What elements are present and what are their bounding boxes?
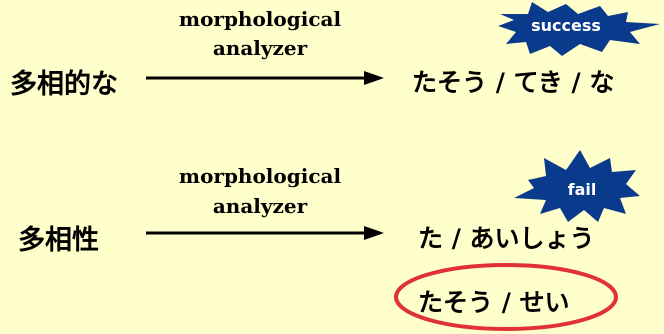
success-badge-text: success (531, 16, 601, 35)
success-starburst (498, 2, 660, 56)
correct-segmentation: たそう / せい (418, 288, 570, 317)
segmentation-2: た / あいしょう (418, 224, 595, 253)
input-word-2: 多相性 (18, 225, 99, 256)
fail-badge-text: fail (568, 180, 597, 199)
correct-segmentation-highlight (394, 263, 618, 331)
arrow-label-line1-1: morphological (178, 7, 342, 31)
input-word-1: 多相的な (10, 69, 118, 100)
success-badge: success (498, 2, 660, 56)
fail-starburst (514, 150, 640, 222)
fail-badge: fail (514, 150, 640, 222)
arrow-label-line2-2: analyzer (212, 194, 308, 218)
arrow-2 (146, 226, 384, 240)
arrow-1 (146, 71, 384, 85)
arrow-label-line2-1: analyzer (212, 36, 308, 60)
arrow-label-line1-2: morphological (178, 164, 342, 188)
segmentation-1: たそう / てき / な (412, 68, 615, 97)
